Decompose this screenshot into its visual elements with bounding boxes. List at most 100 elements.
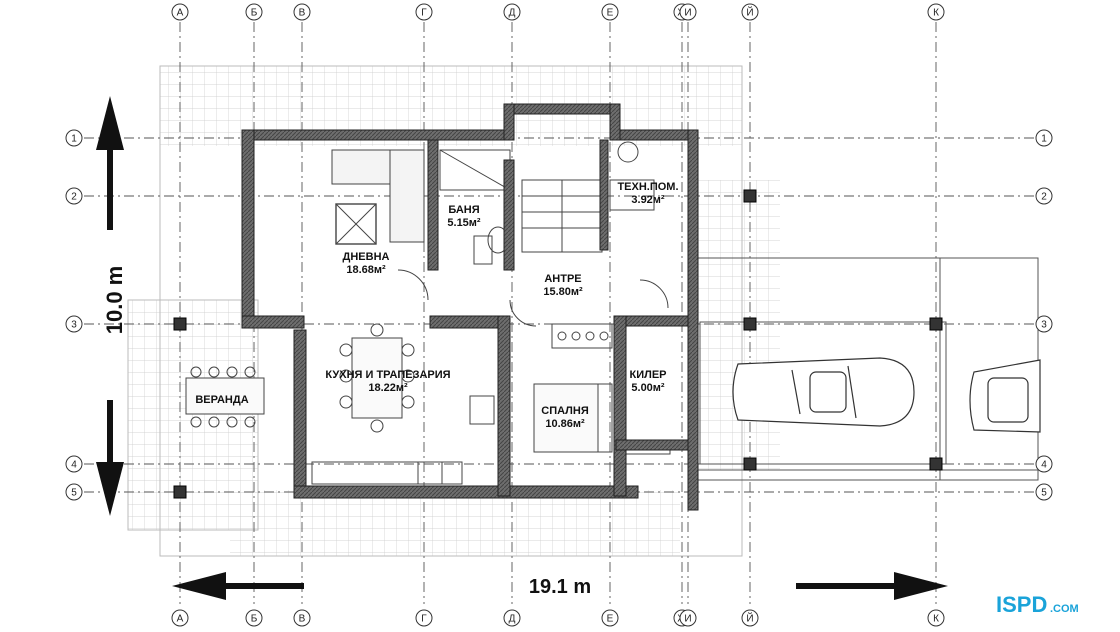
axis-bubble-left-5: 5 xyxy=(65,483,83,501)
room-area: 18.22м² xyxy=(368,382,408,394)
brand-prefix: ISP xyxy=(996,592,1031,617)
axis-bubble-bottom-8: И xyxy=(679,609,697,627)
axis-letter-label: Д xyxy=(509,8,516,19)
axis-letter-label: К xyxy=(933,8,939,19)
column-1 xyxy=(173,317,187,331)
axis-bubble-right-5: 5 xyxy=(1035,483,1053,501)
room-label-3: ТЕХН.ПОМ.3.92м² xyxy=(617,181,678,206)
axis-bubble-left-3: 3 xyxy=(65,315,83,333)
axis-bubble-top-10: К xyxy=(927,3,945,21)
brand-suffix: .COM xyxy=(1050,603,1079,615)
axis-letter-label: Й xyxy=(746,612,753,625)
axis-bubble-top-2: Б xyxy=(245,3,263,21)
room-area: 3.92м² xyxy=(631,194,665,206)
axis-letter-label: Е xyxy=(607,614,614,625)
axis-bubble-top-4: Г xyxy=(415,3,433,21)
room-name: КУХНЯ И ТРАПЕЗАРИЯ xyxy=(325,369,450,381)
axis-bubble-bottom-6: Е xyxy=(601,609,619,627)
room-name: ВЕРАНДА xyxy=(195,394,248,406)
car-icon xyxy=(969,359,1041,433)
axis-letter-label: Г xyxy=(421,614,427,625)
axis-number-label: 1 xyxy=(1041,134,1047,145)
axis-number-label: 2 xyxy=(71,192,77,203)
car-icon xyxy=(732,357,915,427)
room-name: АНТРЕ xyxy=(544,273,581,285)
axis-letter-label: К xyxy=(933,614,939,625)
axis-bubble-left-4: 4 xyxy=(65,455,83,473)
axis-bubble-top-9: Й xyxy=(741,3,759,21)
walls xyxy=(241,103,699,511)
axis-letter-label: А xyxy=(177,614,184,625)
axis-bubble-bottom-4: Г xyxy=(415,609,433,627)
brand-mid: D xyxy=(1031,592,1047,617)
axis-number-label: 4 xyxy=(1041,460,1047,471)
axis-bubble-top-6: Е xyxy=(601,3,619,21)
room-area: 18.68м² xyxy=(346,264,386,276)
interior-details xyxy=(185,141,671,485)
column-3 xyxy=(743,189,757,203)
axis-bubbles: ААББВВГГДДЕЕЖЖИИЙЙКК1122334455 xyxy=(65,3,1053,627)
axis-number-label: 5 xyxy=(1041,488,1047,499)
column-7 xyxy=(929,457,943,471)
axis-bubble-right-3: 3 xyxy=(1035,315,1053,333)
room-name: ТЕХН.ПОМ. xyxy=(617,181,678,193)
column-4 xyxy=(743,317,757,331)
axis-letter-label: В xyxy=(299,8,306,19)
axis-letter-label: Г xyxy=(421,8,427,19)
column-6 xyxy=(929,317,943,331)
axis-number-label: 5 xyxy=(71,488,77,499)
dimension-height-label: 10.0 m xyxy=(102,266,127,335)
axis-bubble-bottom-9: Й xyxy=(741,609,759,627)
axis-letter-label: И xyxy=(684,614,691,625)
room-area: 5.15м² xyxy=(447,217,481,229)
axis-bubble-left-1: 1 xyxy=(65,129,83,147)
room-name: СПАЛНЯ xyxy=(541,405,589,417)
room-name: БАНЯ xyxy=(448,204,479,216)
axis-bubble-bottom-3: В xyxy=(293,609,311,627)
axis-letter-label: Д xyxy=(509,614,516,625)
axis-bubble-bottom-10: К xyxy=(927,609,945,627)
dimension-width-label: 19.1 m xyxy=(529,576,591,598)
axis-number-label: 3 xyxy=(1041,320,1047,331)
columns xyxy=(173,189,943,499)
axis-letter-label: А xyxy=(177,8,184,19)
axis-letter-label: В xyxy=(299,614,306,625)
axis-bubble-top-3: В xyxy=(293,3,311,21)
axis-bubble-right-2: 2 xyxy=(1035,187,1053,205)
axis-bubble-bottom-1: А xyxy=(171,609,189,627)
axis-letter-label: И xyxy=(684,8,691,19)
paving-grid xyxy=(127,65,780,557)
axis-letter-label: Е xyxy=(607,8,614,19)
axis-bubble-top-1: А xyxy=(171,3,189,21)
axis-number-label: 4 xyxy=(71,460,77,471)
room-name: ДНЕВНА xyxy=(343,251,390,263)
room-label-8: ВЕРАНДА xyxy=(195,394,248,406)
axis-bubble-left-2: 2 xyxy=(65,187,83,205)
axis-letter-label: Б xyxy=(251,614,258,625)
axis-bubble-bottom-5: Д xyxy=(503,609,521,627)
dimension-arrows xyxy=(96,96,948,600)
axis-bubble-bottom-2: Б xyxy=(245,609,263,627)
axis-bubble-right-1: 1 xyxy=(1035,129,1053,147)
axis-number-label: 1 xyxy=(71,134,77,145)
axis-bubble-right-4: 4 xyxy=(1035,455,1053,473)
axis-number-label: 3 xyxy=(71,320,77,331)
room-area: 10.86м² xyxy=(545,418,585,430)
axis-bubble-top-8: И xyxy=(679,3,697,21)
axis-bubble-top-5: Д xyxy=(503,3,521,21)
axis-letter-label: Й xyxy=(746,6,753,19)
axis-number-label: 2 xyxy=(1041,192,1047,203)
room-area: 5.00м² xyxy=(631,382,665,394)
column-5 xyxy=(743,457,757,471)
axis-letter-label: Б xyxy=(251,8,258,19)
column-2 xyxy=(173,485,187,499)
